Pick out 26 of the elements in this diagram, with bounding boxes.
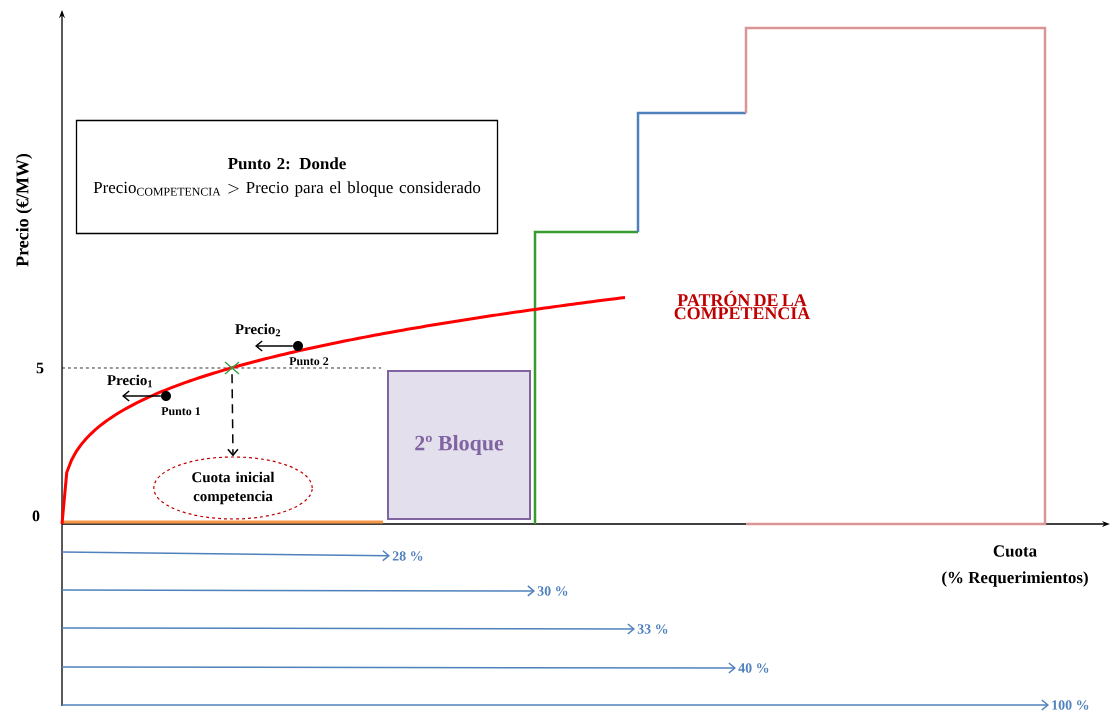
point-label: Punto 2 [289, 357, 329, 366]
percent-label: 40 % [738, 663, 769, 673]
edge-label: Precio$_{1}$ [107, 374, 152, 388]
percent-label: 28 % [392, 551, 423, 561]
curve-label: PATRÓN DE LA COMPETENCIA [674, 290, 811, 320]
axis-title: Precio (€/MW) [15, 153, 33, 267]
percent-label: 33 % [637, 624, 668, 634]
arrow [61, 662, 736, 674]
edge-label: Precio$_{2}$ [235, 323, 281, 337]
arrow [122, 390, 162, 402]
text-box: Punto 2: Donde $\text{Precio}_{\text{COMPETENCIA}} > \text{Precio para el bloque considerado}$ [75, 119, 499, 235]
block-box: 2º Bloque [387, 370, 531, 520]
arrow [61, 699, 1049, 711]
arrow [61, 585, 535, 597]
percent-label: 100 % [1052, 700, 1089, 710]
arrow [227, 373, 239, 457]
arrow [61, 623, 635, 635]
arrow [255, 340, 294, 352]
point-label: Punto 1 [161, 407, 201, 416]
axis-title: (% Requerimientos) [942, 571, 1088, 587]
tick-label: 0 [32, 510, 40, 522]
tick-label: 5 [36, 362, 44, 374]
percent-label: 30 % [537, 586, 568, 596]
intersection-mark [224, 361, 240, 375]
axis-title: Cuota [993, 545, 1037, 557]
arrow [61, 549, 390, 562]
